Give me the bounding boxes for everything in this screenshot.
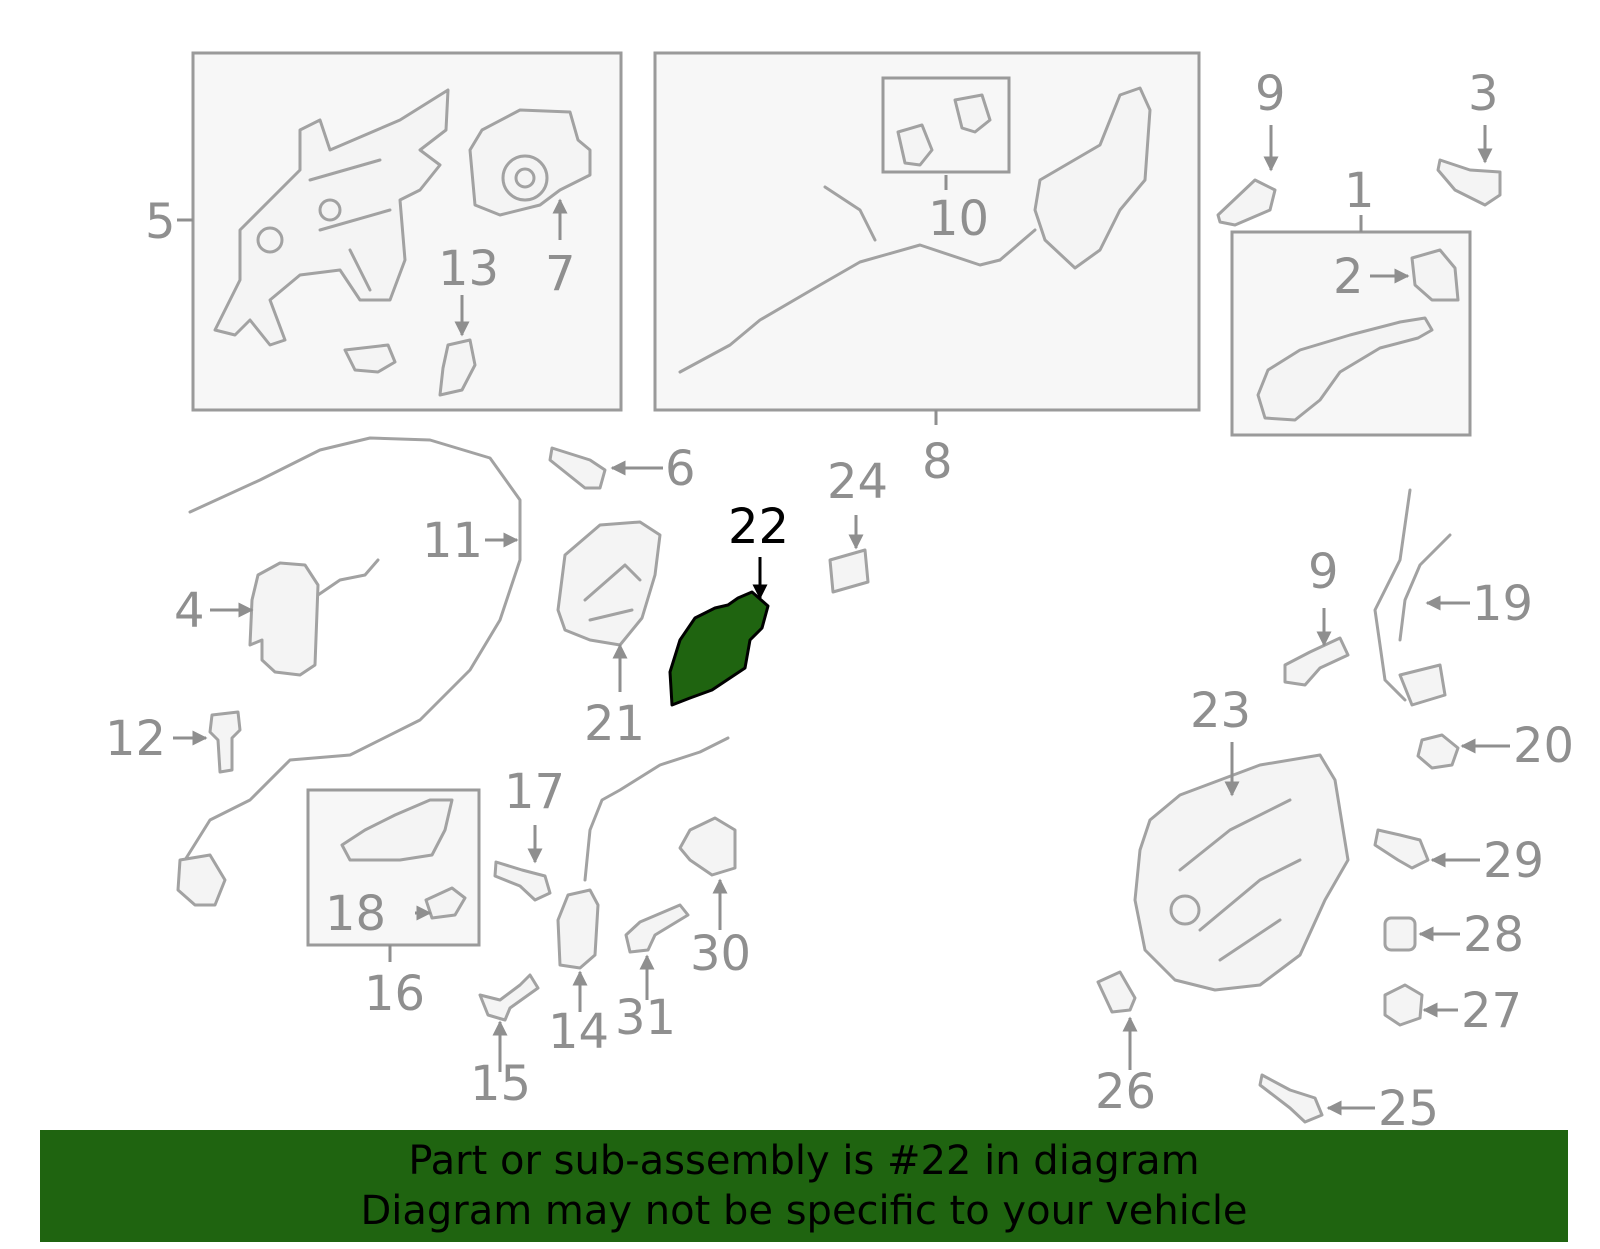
- part-31-pin: [624, 903, 690, 954]
- part-4-wire: [316, 558, 380, 597]
- callout-9-right: 9: [1308, 544, 1339, 600]
- part-8-rod: [998, 228, 1037, 262]
- part-14-connector: [556, 888, 600, 970]
- part-13-clip: [438, 338, 477, 397]
- part-27-nut: [1383, 983, 1424, 1027]
- banner-line-1: Part or sub-assembly is #22 in diagram: [408, 1138, 1200, 1184]
- callout-27: 27: [1461, 983, 1522, 1039]
- callout-6: 6: [665, 441, 696, 497]
- callout-18: 18: [325, 886, 386, 942]
- leader-lines: [173, 125, 1510, 1116]
- part-8-rod: [823, 185, 877, 242]
- part-6-bolt: [548, 446, 607, 490]
- part-7-gear: [501, 154, 549, 202]
- part-21-plate: [556, 520, 662, 647]
- part-26-clip: [1096, 970, 1137, 1014]
- part-17-bolt: [493, 860, 552, 902]
- banner-line-2: Diagram may not be specific to your vehi…: [360, 1188, 1248, 1234]
- part-25-screw: [1258, 1073, 1324, 1124]
- group-box-16: [306, 788, 481, 947]
- callout-12: 12: [105, 711, 166, 767]
- callout-22: 22: [728, 499, 789, 555]
- callout-13: 13: [438, 241, 499, 297]
- part-29-pushpin: [1373, 828, 1430, 870]
- callout-21: 21: [584, 696, 645, 752]
- callout-17: 17: [504, 764, 565, 820]
- callout-15: 15: [470, 1056, 531, 1112]
- callout-19: 19: [1472, 576, 1533, 632]
- part-8-rod: [678, 243, 1002, 374]
- part-16-bracket: [340, 798, 454, 862]
- part-15-bolt: [478, 973, 540, 1022]
- callout-31: 31: [615, 990, 676, 1046]
- part-5-detail: [308, 158, 392, 292]
- part-1-handle: [1256, 316, 1434, 422]
- part-11-end: [176, 853, 227, 907]
- part-14-cable: [583, 736, 730, 882]
- callout-20: 20: [1513, 718, 1574, 774]
- callout-11: 11: [422, 513, 483, 569]
- part-7-gear: [514, 167, 536, 189]
- callout-8: 8: [922, 434, 953, 490]
- part-7-actuator: [468, 108, 592, 217]
- part-21-detail: [583, 563, 642, 622]
- part-5-hole: [318, 198, 342, 222]
- callout-23: 23: [1190, 683, 1251, 739]
- callout-10: 10: [928, 191, 989, 247]
- callout-3: 3: [1468, 66, 1499, 122]
- part-5-pin: [343, 343, 397, 374]
- callout-28: 28: [1463, 907, 1524, 963]
- part-12-bolt: [208, 710, 242, 774]
- part-8-latch: [1033, 86, 1152, 270]
- part-19-rod: [1373, 488, 1412, 702]
- callout-26: 26: [1095, 1064, 1156, 1120]
- part-9-bolt-top: [1216, 178, 1277, 227]
- callout-14: 14: [548, 1004, 609, 1060]
- group-box-10: [881, 76, 1011, 174]
- part-28-grommet: [1383, 916, 1417, 952]
- callout-29: 29: [1483, 833, 1544, 889]
- part-5-bracket: [213, 88, 450, 347]
- part-11-cable: [183, 436, 522, 862]
- part-20-nut: [1416, 733, 1460, 770]
- callout-9-top: 9: [1255, 66, 1286, 122]
- callout-25: 25: [1378, 1081, 1439, 1137]
- part-10-clip: [953, 93, 992, 134]
- part-30-bracket: [678, 816, 737, 877]
- part-19-rod: [1398, 533, 1452, 642]
- info-banner: Part or sub-assembly is #22 in diagram D…: [40, 1130, 1568, 1242]
- part-23-hole: [1169, 894, 1201, 926]
- callout-5: 5: [145, 194, 176, 250]
- callout-24: 24: [827, 454, 888, 510]
- callout-1: 1: [1344, 163, 1375, 219]
- callout-16: 16: [364, 966, 425, 1022]
- part-22-highlighted: [668, 590, 770, 707]
- part-10-clip: [896, 123, 934, 167]
- part-5-hole: [256, 226, 284, 254]
- callout-7: 7: [545, 246, 576, 302]
- callout-30: 30: [690, 926, 751, 982]
- part-9-bolt-right: [1283, 636, 1350, 687]
- part-23-detail: [1178, 798, 1302, 962]
- callout-4: 4: [174, 583, 205, 639]
- part-2-cap: [1410, 248, 1460, 302]
- part-23-module: [1133, 753, 1350, 992]
- part-19-bracket: [1398, 663, 1447, 707]
- part-3-bolt: [1436, 158, 1502, 207]
- part-24-pad: [828, 548, 870, 594]
- callout-2: 2: [1333, 249, 1364, 305]
- part-4-latch: [248, 561, 320, 677]
